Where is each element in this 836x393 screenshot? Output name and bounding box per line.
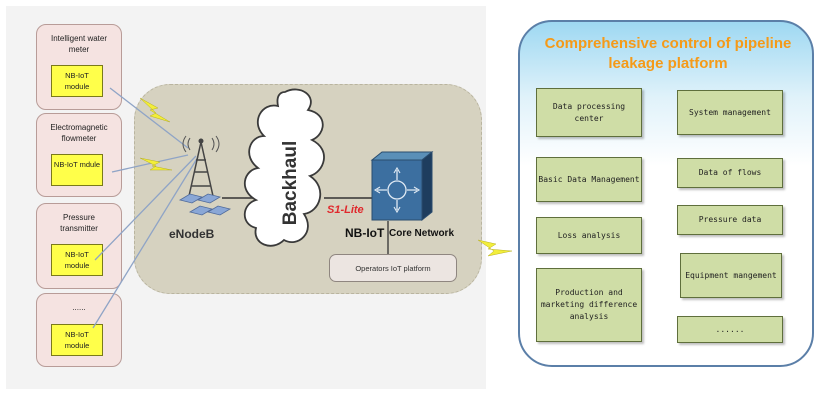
wireless-link [111, 154, 189, 173]
nbiot-module: NB-IoT mdule [51, 154, 103, 186]
box-more: ...... [677, 316, 783, 343]
box-pressure-data: Pressure data [677, 205, 783, 235]
enodeb-label: eNodeB [169, 227, 215, 241]
nbiot-label: NB-IoT [345, 226, 385, 240]
wireless-link [92, 156, 199, 329]
operators-iot-platform-box: Operators IoT platform [329, 254, 457, 282]
platform-title: Comprehensive control of pipeline leakag… [544, 35, 792, 72]
box-basic-data-management: Basic Data Management [536, 157, 642, 202]
signal-waves-icon [182, 135, 220, 153]
core-network-switch-icon [370, 150, 434, 222]
nbiot-module: NB-IoT module [51, 65, 103, 97]
device-pressure-transmitter: Pressure transmitter NB-IoT module [36, 203, 122, 289]
lightning-icon [477, 239, 513, 257]
device-flowmeter: Electromagnetic flowmeter NB-IoT mdule [36, 113, 122, 197]
box-equipment-management: Equipment mangement [680, 253, 782, 298]
wireless-link [94, 155, 197, 261]
device-label: Electromagnetic flowmeter [50, 123, 108, 143]
box-data-processing-center: Data processing center [536, 88, 642, 137]
box-data-of-flows: Data of flows [677, 158, 783, 188]
device-water-meter: Intelligent water meter NB-IoT module [36, 24, 122, 110]
wireless-link [109, 87, 189, 149]
backhaul-label: Backhaul [280, 140, 302, 226]
nbiot-module: NB-IoT module [51, 324, 103, 356]
backhaul-cloud [243, 88, 325, 247]
lightning-icon [139, 97, 171, 123]
core-network-label: Core Network [389, 228, 455, 239]
device-label: ...... [72, 303, 86, 312]
backhaul-label-wrap: Backhaul [271, 128, 311, 238]
nbiot-module: NB-IoT module [51, 244, 103, 276]
box-production-marketing-analysis: Production and marketing difference anal… [536, 268, 642, 342]
box-loss-analysis: Loss analysis [536, 217, 642, 254]
s1-lite-label: S1-Lite [327, 204, 364, 216]
device-label: Pressure transmitter [60, 213, 98, 233]
device-label: Intelligent water meter [50, 34, 108, 54]
lightning-icon [139, 157, 173, 171]
enodeb-tower-icon [178, 138, 232, 216]
box-system-management: System management [677, 90, 783, 135]
